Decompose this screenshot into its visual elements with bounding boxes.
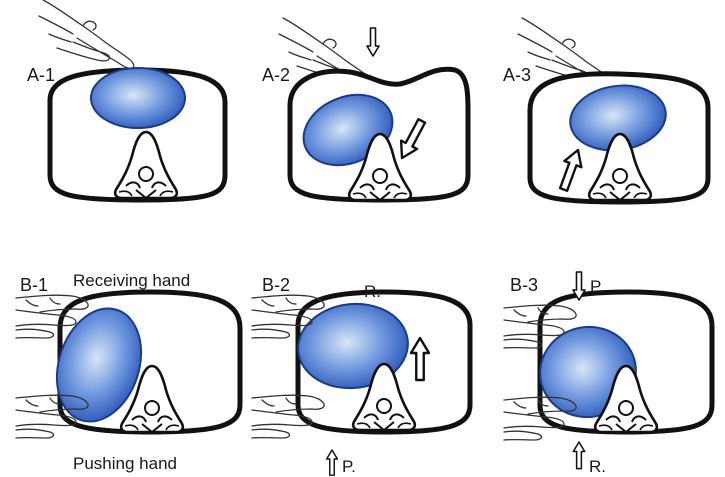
- b2-receiving-label: R.: [364, 283, 381, 300]
- panel-label-a2: A-2: [262, 66, 290, 84]
- b3-receiving-label: R.: [589, 458, 606, 475]
- hollow-arrow-icon: [327, 450, 338, 475]
- panel-b1: [16, 292, 240, 438]
- organ: [91, 68, 185, 128]
- hand-icon: [39, 0, 134, 69]
- panel-a1: [39, 0, 225, 200]
- panel-a3: [518, 18, 708, 202]
- receiving-hand-label: Receiving hand: [73, 272, 190, 289]
- b2-pushing-label: P.: [342, 458, 356, 475]
- panel-b3: [504, 272, 712, 469]
- panel-label-b1: B-1: [20, 276, 48, 294]
- panel-a2: [279, 18, 468, 200]
- hollow-arrow-icon: [573, 442, 584, 469]
- panel-label-b3: B-3: [510, 276, 538, 294]
- panel-label-a3: A-3: [503, 66, 531, 84]
- panel-b2: [252, 292, 470, 475]
- panel-label-b2: B-2: [262, 276, 290, 294]
- hollow-arrow-icon: [367, 28, 379, 56]
- panel-label-a1: A-1: [27, 66, 55, 84]
- pushing-hand-label: Pushing hand: [73, 455, 177, 472]
- b3-pushing-label: P.: [590, 278, 604, 295]
